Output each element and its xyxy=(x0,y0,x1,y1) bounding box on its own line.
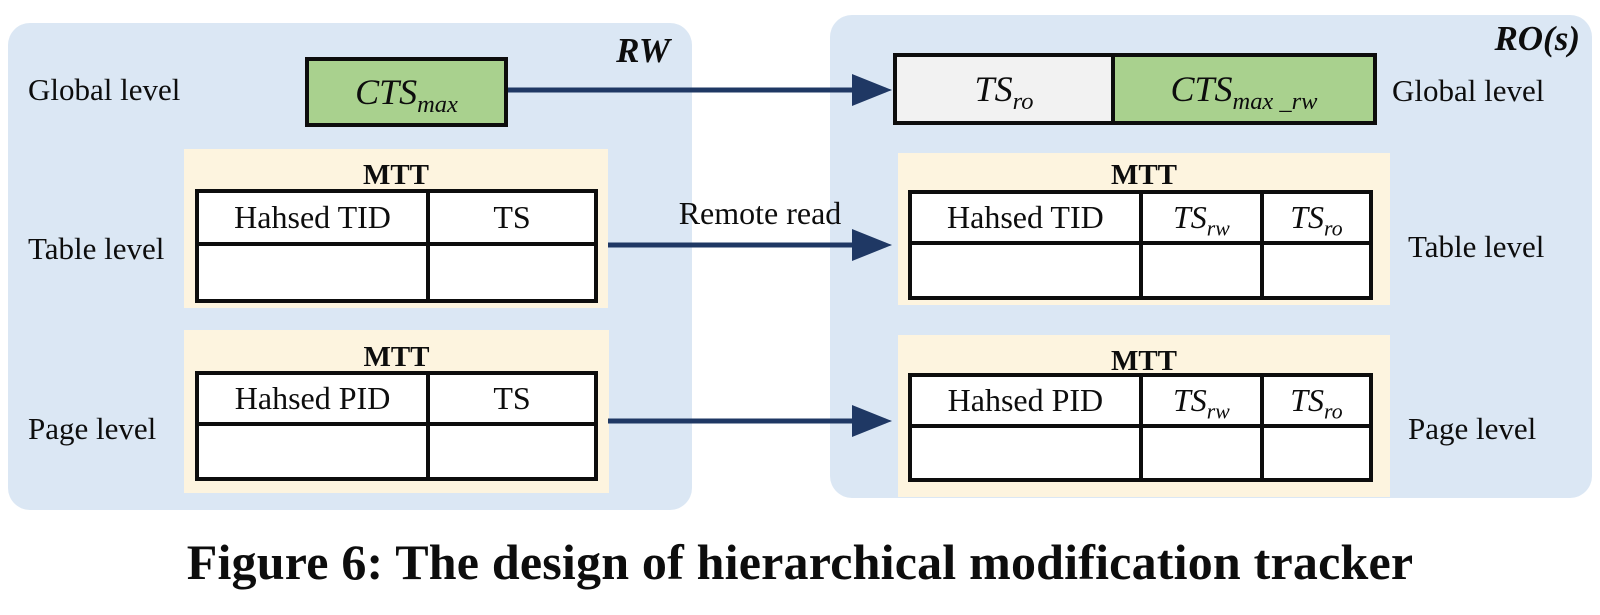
ro-title: RO(s) xyxy=(1494,19,1580,58)
mtt-table-table-left: Hahsed TID TS xyxy=(195,189,598,303)
ts-header: TS xyxy=(430,375,594,426)
hashed-tid-header: Hahsed TID xyxy=(199,193,431,246)
empty-cell xyxy=(199,426,431,477)
hashed-pid-header: Hahsed PID xyxy=(912,377,1143,428)
rw-title: RW xyxy=(616,31,670,70)
ts-ro-box: TSro xyxy=(893,53,1115,125)
table-level-label-right: Table level xyxy=(1408,229,1545,264)
cts-max-rw-box: CTSmax _rw xyxy=(1115,53,1377,125)
figure-caption: Figure 6: The design of hierarchical mod… xyxy=(186,534,1414,590)
empty-cell xyxy=(912,245,1143,296)
mtt-title-page-right: MTT xyxy=(1110,345,1178,377)
empty-cell xyxy=(1264,245,1369,296)
mtt-title-page-left: MTT xyxy=(363,341,430,373)
page-level-label-right: Page level xyxy=(1408,411,1537,446)
empty-cell xyxy=(430,246,594,299)
global-level-label-right: Global level xyxy=(1392,73,1545,108)
ts-rw-header: TSrw xyxy=(1142,194,1264,245)
mtt-title-table-left: MTT xyxy=(362,159,430,191)
table-level-label-left: Table level xyxy=(28,231,165,266)
empty-cell xyxy=(1264,428,1369,479)
remote-read-label: Remote read xyxy=(678,195,842,231)
empty-cell xyxy=(430,426,594,477)
ts-ro-header: TSro xyxy=(1263,194,1369,245)
mtt-table-table-right: Hahsed TID TSrw TSro xyxy=(908,190,1373,300)
ts-header: TS xyxy=(430,193,594,246)
mtt-table-page-right: Hahsed PID TSrw TSro xyxy=(908,373,1373,482)
ts-rw-header: TSrw xyxy=(1142,377,1264,428)
ts-ro-header: TSro xyxy=(1263,377,1369,428)
page-level-label-left: Page level xyxy=(28,411,157,446)
cts-max-box: CTSmax xyxy=(305,57,508,127)
empty-cell xyxy=(1143,427,1264,478)
global-level-label-left: Global level xyxy=(28,72,181,107)
empty-cell xyxy=(1143,245,1264,296)
cts-max-text: CTSmax xyxy=(355,72,458,119)
hashed-pid-header: Hahsed PID xyxy=(199,375,431,426)
empty-cell xyxy=(912,427,1143,478)
mtt-table-page-left: Hahsed PID TS xyxy=(195,371,598,481)
mtt-title-table-right: MTT xyxy=(1110,159,1178,191)
empty-cell xyxy=(199,246,431,299)
ts-ro-text: TSro xyxy=(974,69,1034,116)
cts-max-rw-text: CTSmax _rw xyxy=(1170,69,1318,116)
hashed-tid-header: Hahsed TID xyxy=(912,194,1143,245)
